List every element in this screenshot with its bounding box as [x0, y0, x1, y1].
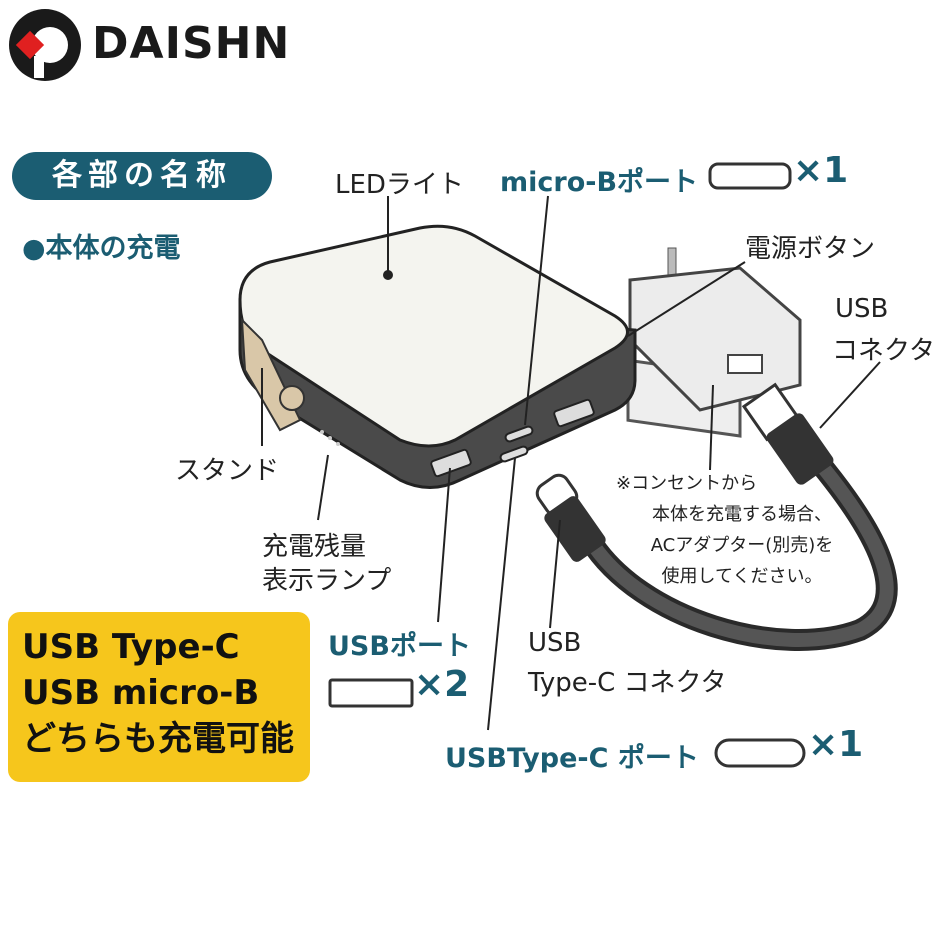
- note-line: ※コンセントから: [616, 473, 758, 494]
- power-bank-illustration: [238, 224, 637, 489]
- usb-cable-illustration: [535, 382, 898, 651]
- label-charge-lamp-2: 表示ランプ: [262, 566, 392, 596]
- charging-note: ※コンセントから 本体を充電する場合、 ACアダプター(別売)を 使用してくださ…: [612, 468, 872, 592]
- note-line: 本体を充電する場合、: [652, 504, 832, 525]
- brand-logo-text: DAISHN: [92, 18, 291, 69]
- label-micro-b-port: micro-Bポート: [500, 167, 699, 198]
- label-usb-port: USBポート: [328, 631, 471, 662]
- label-type-c-connector-2: Type-C コネクタ: [528, 668, 727, 698]
- label-led-light: LEDライト: [335, 170, 464, 200]
- type-c-port-count: ×1: [808, 724, 864, 765]
- section-title: 各部の名称: [12, 152, 272, 200]
- feature-line: どちらも充電可能: [22, 719, 294, 759]
- feature-line: USB micro-B: [22, 673, 260, 713]
- feature-box: USB Type-C USB micro-B どちらも充電可能: [8, 612, 310, 782]
- usb-a-port-icon: [328, 678, 414, 708]
- label-charge-lamp-1: 充電残量: [262, 532, 367, 562]
- feature-line: USB Type-C: [22, 627, 240, 667]
- micro-b-count: ×1: [793, 150, 849, 191]
- label-usb-connector-2: コネクタ: [832, 336, 935, 366]
- type-c-port-icon: [714, 738, 806, 768]
- label-power-button: 電源ボタン: [745, 234, 876, 264]
- label-type-c-connector-1: USB: [528, 628, 582, 658]
- daishin-logo-icon: [9, 9, 81, 81]
- note-line: 使用してください。: [661, 566, 823, 587]
- micro-b-port-icon: [708, 162, 792, 190]
- leader-lines: [261, 195, 881, 731]
- subtitle: ●本体の充電: [22, 233, 181, 264]
- label-type-c-port: USBType-C ポート: [445, 743, 699, 774]
- label-stand: スタンド: [175, 456, 280, 486]
- label-usb-connector-1: USB: [835, 294, 889, 324]
- note-line: ACアダプター(別売)を: [650, 535, 834, 556]
- usb-port-count: ×2: [414, 664, 470, 705]
